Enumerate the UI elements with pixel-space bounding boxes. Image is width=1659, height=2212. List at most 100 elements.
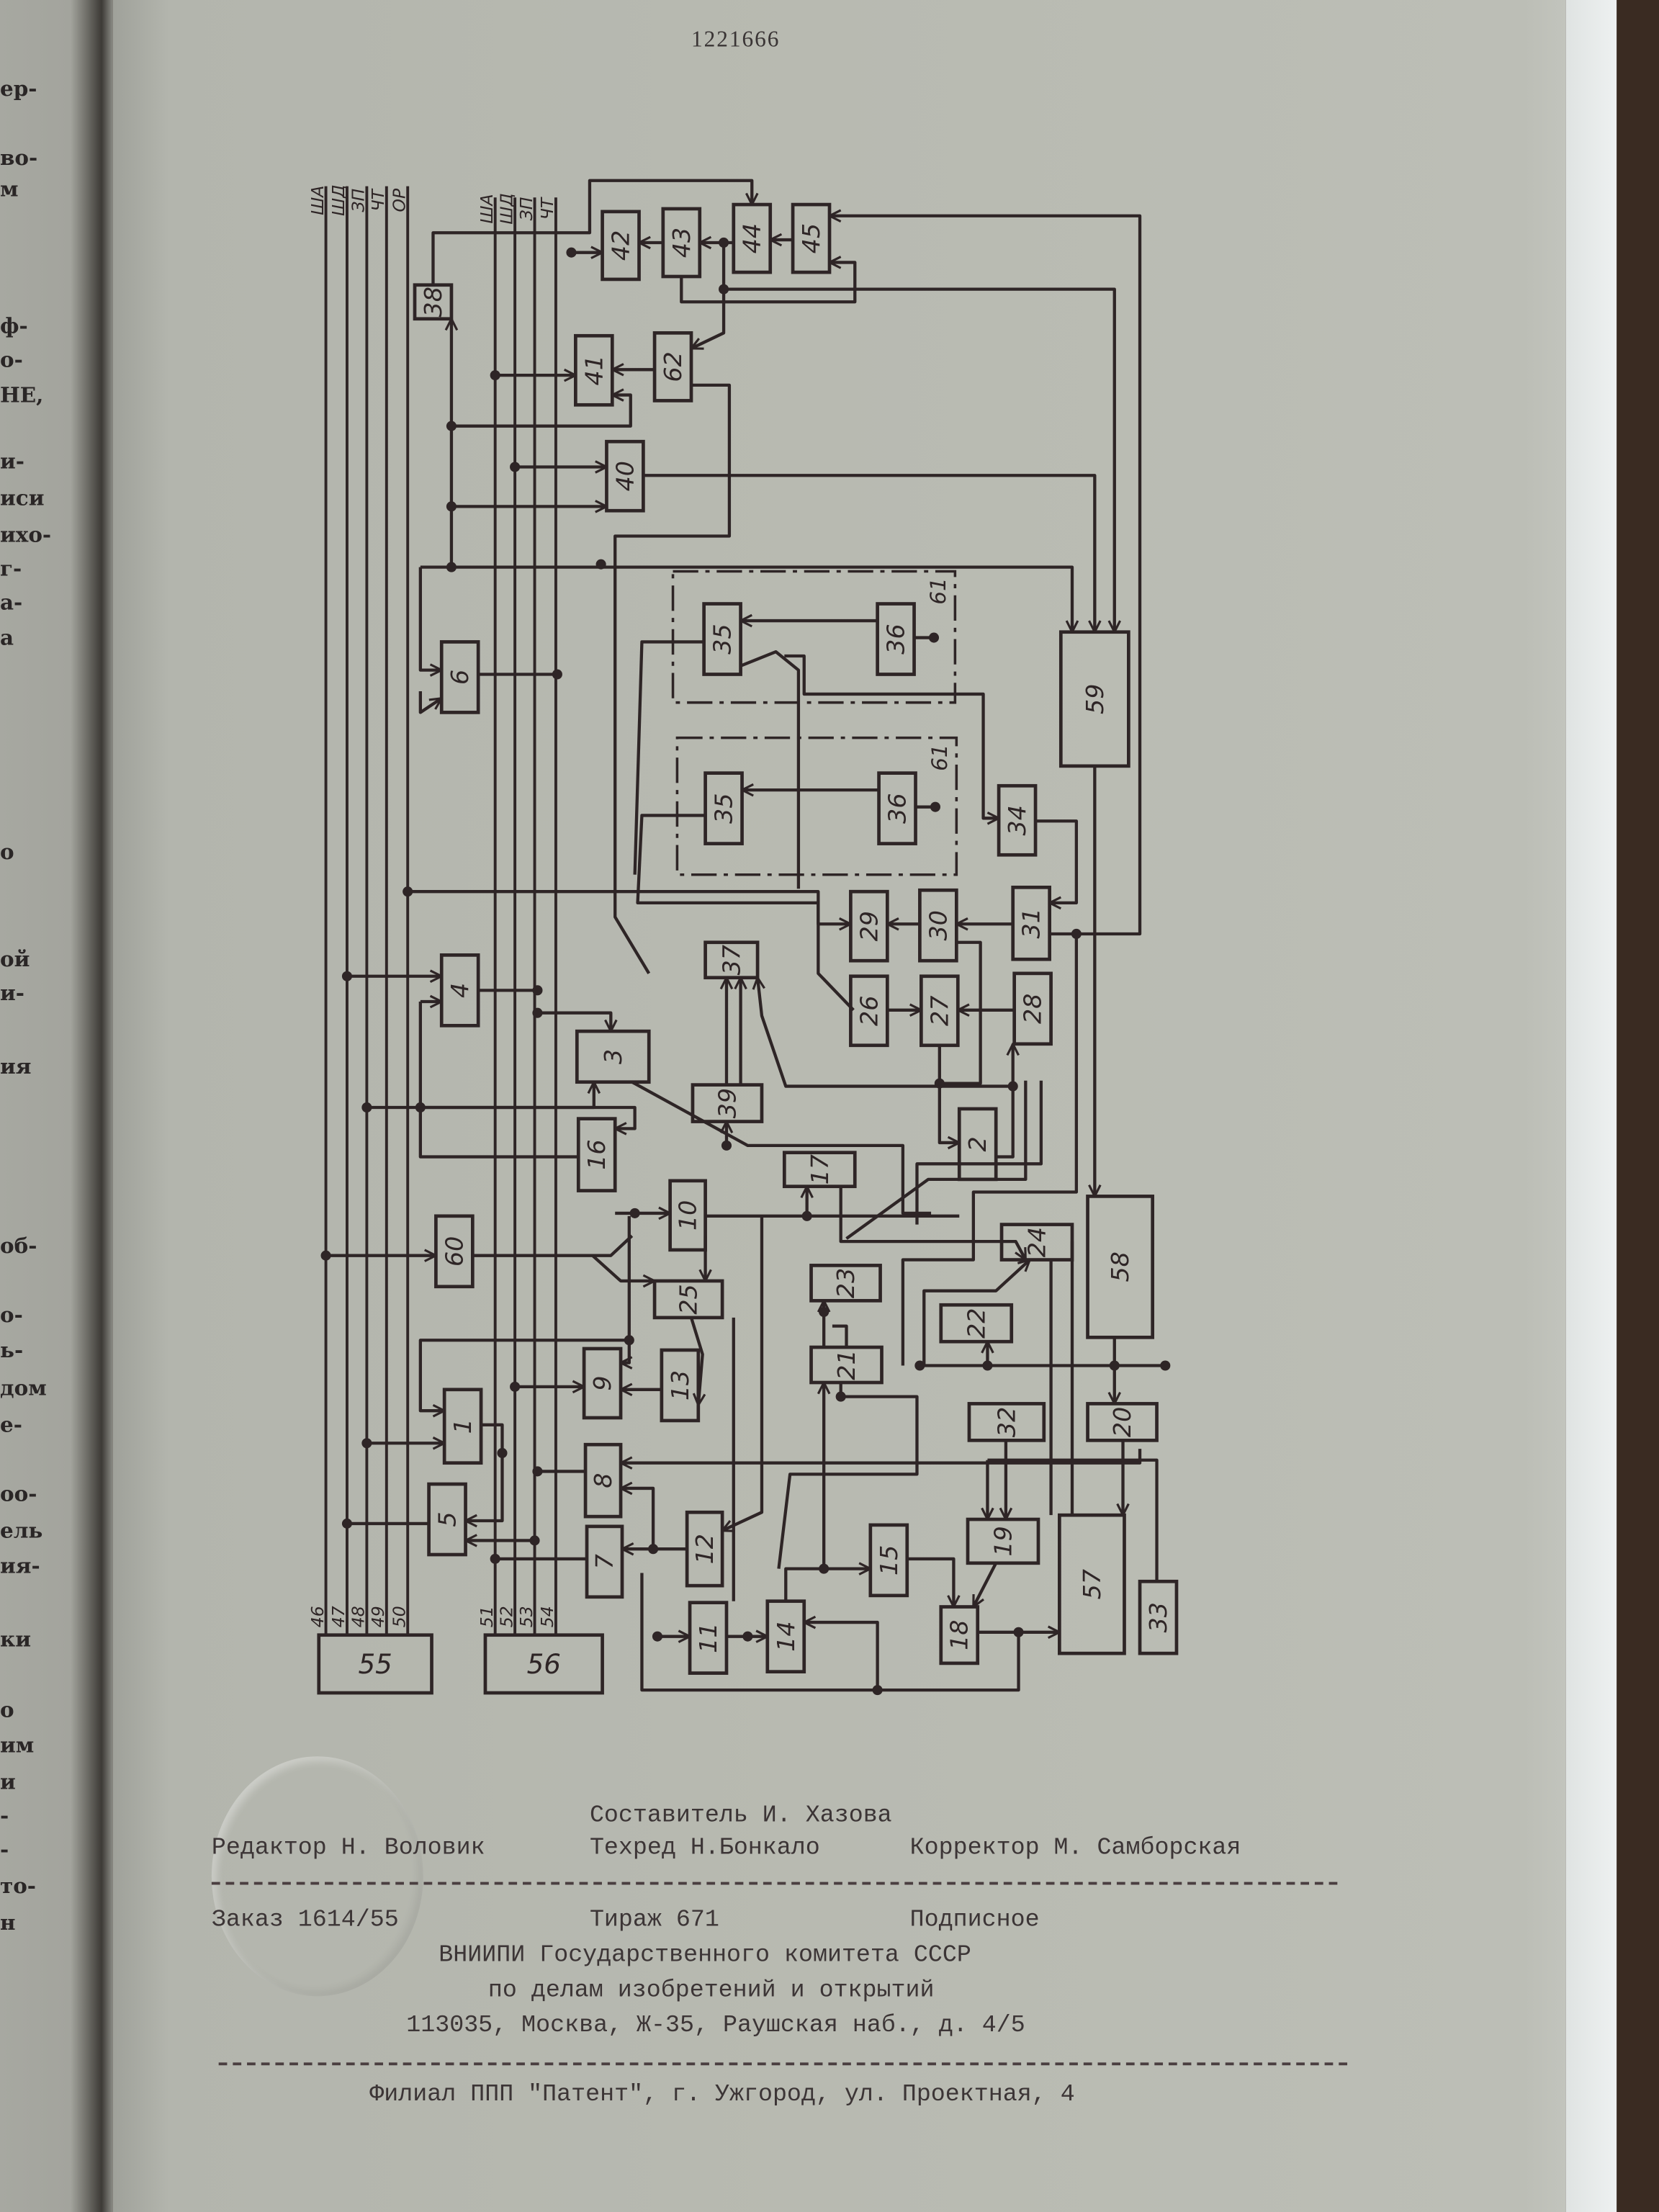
- connection-wire: [915, 1080, 1043, 1225]
- connection-wire: [680, 262, 857, 304]
- junction-dot: [446, 562, 457, 572]
- connection-wire: [643, 474, 1094, 631]
- connection-wire: [922, 1260, 1030, 1366]
- previous-page-text: и-: [0, 449, 25, 475]
- page-edge-strip: [1565, 0, 1617, 2212]
- junction-dot: [566, 247, 577, 258]
- block-33: [1138, 1579, 1179, 1655]
- block-label-55: 55: [358, 1648, 392, 1680]
- group-label: 61: [927, 744, 952, 770]
- block-45: [791, 202, 832, 274]
- block-32: [967, 1402, 1046, 1442]
- block-3: [575, 1029, 651, 1084]
- junction-dot: [719, 237, 729, 248]
- block-42: [601, 210, 641, 282]
- block-label-26: 26: [855, 996, 883, 1026]
- block-label-35: 35: [710, 793, 738, 823]
- block-24: [999, 1223, 1074, 1262]
- junction-dot: [624, 1335, 634, 1346]
- block-30: [918, 888, 958, 963]
- block-label-56: 56: [527, 1648, 561, 1680]
- previous-page-text: им: [0, 1732, 35, 1758]
- block-label-29: 29: [855, 911, 883, 941]
- block-label-27: 27: [925, 996, 953, 1026]
- block-label-58: 58: [1106, 1251, 1134, 1282]
- block-9: [582, 1346, 623, 1420]
- group-label: 61: [926, 577, 950, 604]
- previous-page-text: а: [0, 624, 14, 651]
- connection-wire: [724, 287, 1115, 632]
- connection-wire: [408, 890, 850, 924]
- junction-dot: [835, 1391, 846, 1402]
- circulation: Тираж 671: [589, 1907, 719, 1935]
- bus-label: ША: [477, 194, 497, 223]
- junction-dot: [532, 985, 543, 996]
- connection-wire: [640, 1573, 1020, 1692]
- block-label-41: 41: [580, 355, 608, 385]
- tech-editor: Техред Н.Бонкало: [589, 1835, 820, 1863]
- connection-wire: [939, 940, 982, 1085]
- block-58: [1086, 1195, 1155, 1339]
- block-5: [427, 1482, 467, 1557]
- bus-label: ШД: [496, 193, 516, 225]
- block-59: [1058, 630, 1130, 768]
- block-36: [877, 771, 917, 845]
- connection-wire: [431, 179, 752, 285]
- previous-page-text: о-: [0, 346, 23, 373]
- block-label-32: 32: [992, 1407, 1020, 1437]
- previous-page-text: об-: [0, 1233, 37, 1259]
- previous-page-text: ихо-: [0, 521, 52, 548]
- bus-label: ЗП: [516, 197, 536, 220]
- junction-dot: [532, 1007, 543, 1018]
- block-36: [876, 602, 916, 676]
- block-label-18: 18: [945, 1620, 974, 1650]
- connection-wire: [621, 1449, 1142, 1463]
- block-label-36: 36: [884, 793, 912, 823]
- junction-dot: [1007, 1081, 1018, 1092]
- connection-wire: [839, 1186, 1028, 1260]
- block-label-20: 20: [1108, 1407, 1136, 1437]
- junction-dot: [1160, 1360, 1171, 1371]
- block-41: [574, 333, 614, 407]
- junction-dot: [595, 559, 606, 570]
- junction-dot: [341, 971, 353, 981]
- junction-dot: [914, 1360, 925, 1371]
- junction-dot: [930, 801, 941, 812]
- block-17: [782, 1151, 857, 1189]
- block-7: [585, 1524, 624, 1599]
- junction-dot: [721, 1140, 732, 1151]
- block-label-17: 17: [806, 1154, 834, 1184]
- junction-dot: [510, 462, 521, 472]
- block-35: [703, 771, 744, 845]
- connection-wire: [466, 1423, 504, 1521]
- connection-wire: [367, 1105, 637, 1128]
- connection-wire: [739, 649, 801, 889]
- connection-wire: [996, 1044, 1013, 1159]
- junction-dot: [490, 370, 500, 381]
- org-line-1: ВНИИПИ Государственного комитета СССР: [439, 1942, 971, 1970]
- block-label-59: 59: [1081, 684, 1109, 714]
- compiler: Составитель И. Хазова: [589, 1802, 892, 1830]
- connection-wire: [621, 1488, 655, 1550]
- block-label-42: 42: [607, 230, 635, 261]
- bus-number: 52: [496, 1606, 516, 1627]
- previous-page-text: НЕ,: [0, 382, 44, 408]
- block-18: [939, 1605, 980, 1665]
- block-label-37: 37: [717, 945, 745, 975]
- block-39: [691, 1083, 764, 1123]
- previous-page-text: о: [0, 1696, 14, 1723]
- junction-dot: [742, 1631, 753, 1642]
- junction-dot: [415, 1102, 426, 1113]
- junction-dot: [361, 1438, 372, 1449]
- block-label-21: 21: [832, 1349, 860, 1380]
- block-label-31: 31: [1017, 908, 1046, 938]
- block-20: [1086, 1402, 1159, 1442]
- previous-page-text: ия-: [0, 1553, 40, 1579]
- previous-page-text: н: [0, 1910, 16, 1936]
- bus-number: 50: [389, 1606, 409, 1627]
- block-11: [688, 1601, 729, 1675]
- junction-dot: [532, 1466, 543, 1477]
- block-57: [1058, 1513, 1126, 1655]
- block-8: [583, 1442, 623, 1519]
- block-label-33: 33: [1144, 1602, 1172, 1632]
